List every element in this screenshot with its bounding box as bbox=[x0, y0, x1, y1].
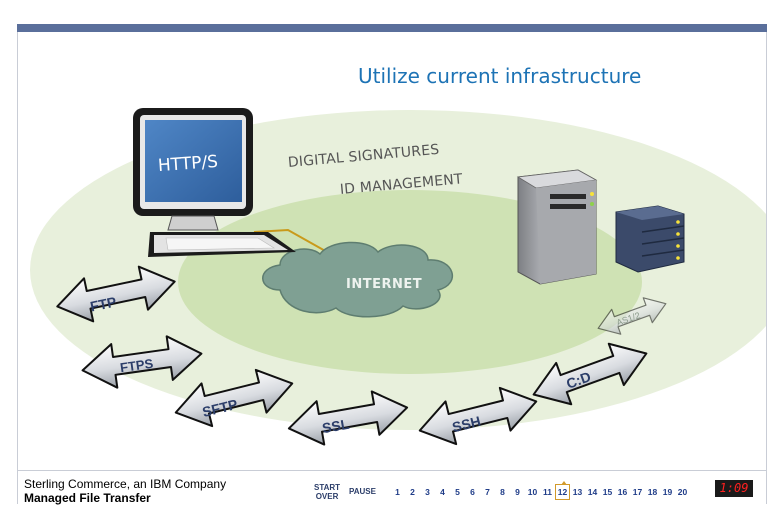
page-5[interactable]: 5 bbox=[455, 487, 460, 497]
elapsed-timer: 1:09 bbox=[715, 480, 753, 497]
player-footer: Sterling Commerce, an IBM Company Manage… bbox=[18, 470, 766, 505]
page-7[interactable]: 7 bbox=[485, 487, 490, 497]
tower-server-illustration bbox=[516, 169, 598, 285]
computer-illustration bbox=[133, 108, 296, 257]
page-18[interactable]: 18 bbox=[647, 487, 658, 497]
page-16[interactable]: 16 bbox=[617, 487, 628, 497]
start-over-button[interactable]: START OVER bbox=[314, 483, 340, 501]
page-9[interactable]: 9 bbox=[515, 487, 520, 497]
page-10[interactable]: 10 bbox=[527, 487, 538, 497]
page-6[interactable]: 6 bbox=[470, 487, 475, 497]
page-14[interactable]: 14 bbox=[587, 487, 598, 497]
slide-illustration bbox=[30, 108, 766, 453]
slide-title: Utilize current infrastructure bbox=[358, 64, 642, 88]
top-bar bbox=[17, 24, 767, 32]
rack-server-illustration bbox=[615, 205, 685, 273]
page-11[interactable]: 11 bbox=[543, 487, 552, 497]
page-20[interactable]: 20 bbox=[677, 487, 688, 497]
page-3[interactable]: 3 bbox=[425, 487, 430, 497]
computer-screen-label: HTTP/S bbox=[157, 151, 219, 177]
start-over-line-1: START bbox=[314, 483, 341, 492]
connector-line bbox=[253, 228, 337, 258]
start-over-line-2: OVER bbox=[315, 492, 339, 501]
company-name: Sterling Commerce, an IBM Company bbox=[24, 477, 227, 491]
page-8[interactable]: 8 bbox=[500, 487, 505, 497]
slide-pager: 1 2 3 4 5 6 7 8 9 10 11 12 13 14 15 16 1… bbox=[390, 481, 690, 500]
page-1[interactable]: 1 bbox=[395, 487, 400, 497]
page-12-current[interactable]: 12 bbox=[555, 481, 570, 500]
internet-label: INTERNET bbox=[346, 277, 423, 292]
slide-stage: Utilize current infrastructure DIGITAL S… bbox=[18, 32, 766, 468]
internet-cloud bbox=[262, 241, 454, 318]
page-17[interactable]: 17 bbox=[632, 487, 643, 497]
page-2[interactable]: 2 bbox=[410, 487, 415, 497]
page-13[interactable]: 13 bbox=[572, 487, 583, 497]
page-15[interactable]: 15 bbox=[602, 487, 613, 497]
page-19[interactable]: 19 bbox=[662, 487, 673, 497]
product-name: Managed File Transfer bbox=[24, 491, 151, 505]
page-4[interactable]: 4 bbox=[440, 487, 445, 497]
pause-button[interactable]: PAUSE bbox=[349, 487, 376, 496]
